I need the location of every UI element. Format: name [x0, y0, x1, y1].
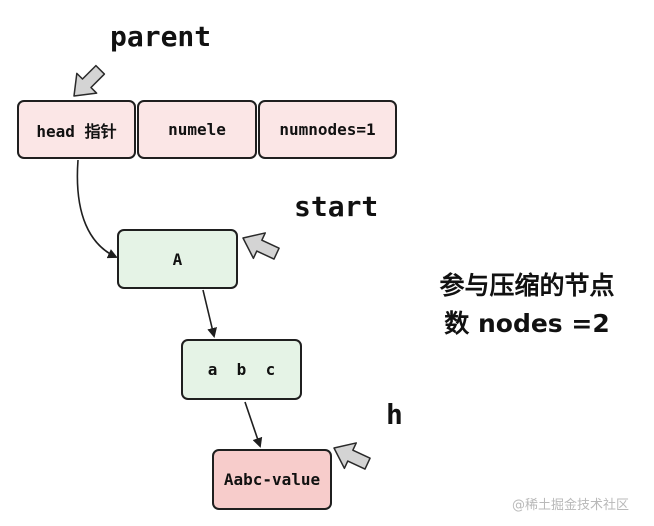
numnodes-cell: numnodes=1 [258, 100, 397, 159]
node-a: A [117, 229, 238, 289]
note-line-2: 数 nodes =2 [444, 309, 610, 338]
watermark: @稀土掘金技术社区 [512, 498, 630, 513]
head-pointer-cell: head 指针 [17, 100, 136, 159]
value-node: Aabc-value [212, 449, 332, 510]
start-pointer-arrow [242, 232, 280, 260]
parent-label: parent [110, 20, 212, 53]
head-to-a-arrow [76, 159, 118, 259]
parent-pointer-arrow [73, 64, 106, 97]
note-line-1: 参与压缩的节点 [439, 271, 615, 300]
h-label: h [386, 398, 403, 431]
abc-to-value-arrow [244, 401, 263, 448]
numele-cell: numele [137, 100, 257, 159]
a-to-abc-arrow [202, 289, 218, 338]
h-pointer-arrow [333, 442, 371, 470]
start-label: start [294, 190, 379, 223]
node-abc: a b c [181, 339, 302, 400]
